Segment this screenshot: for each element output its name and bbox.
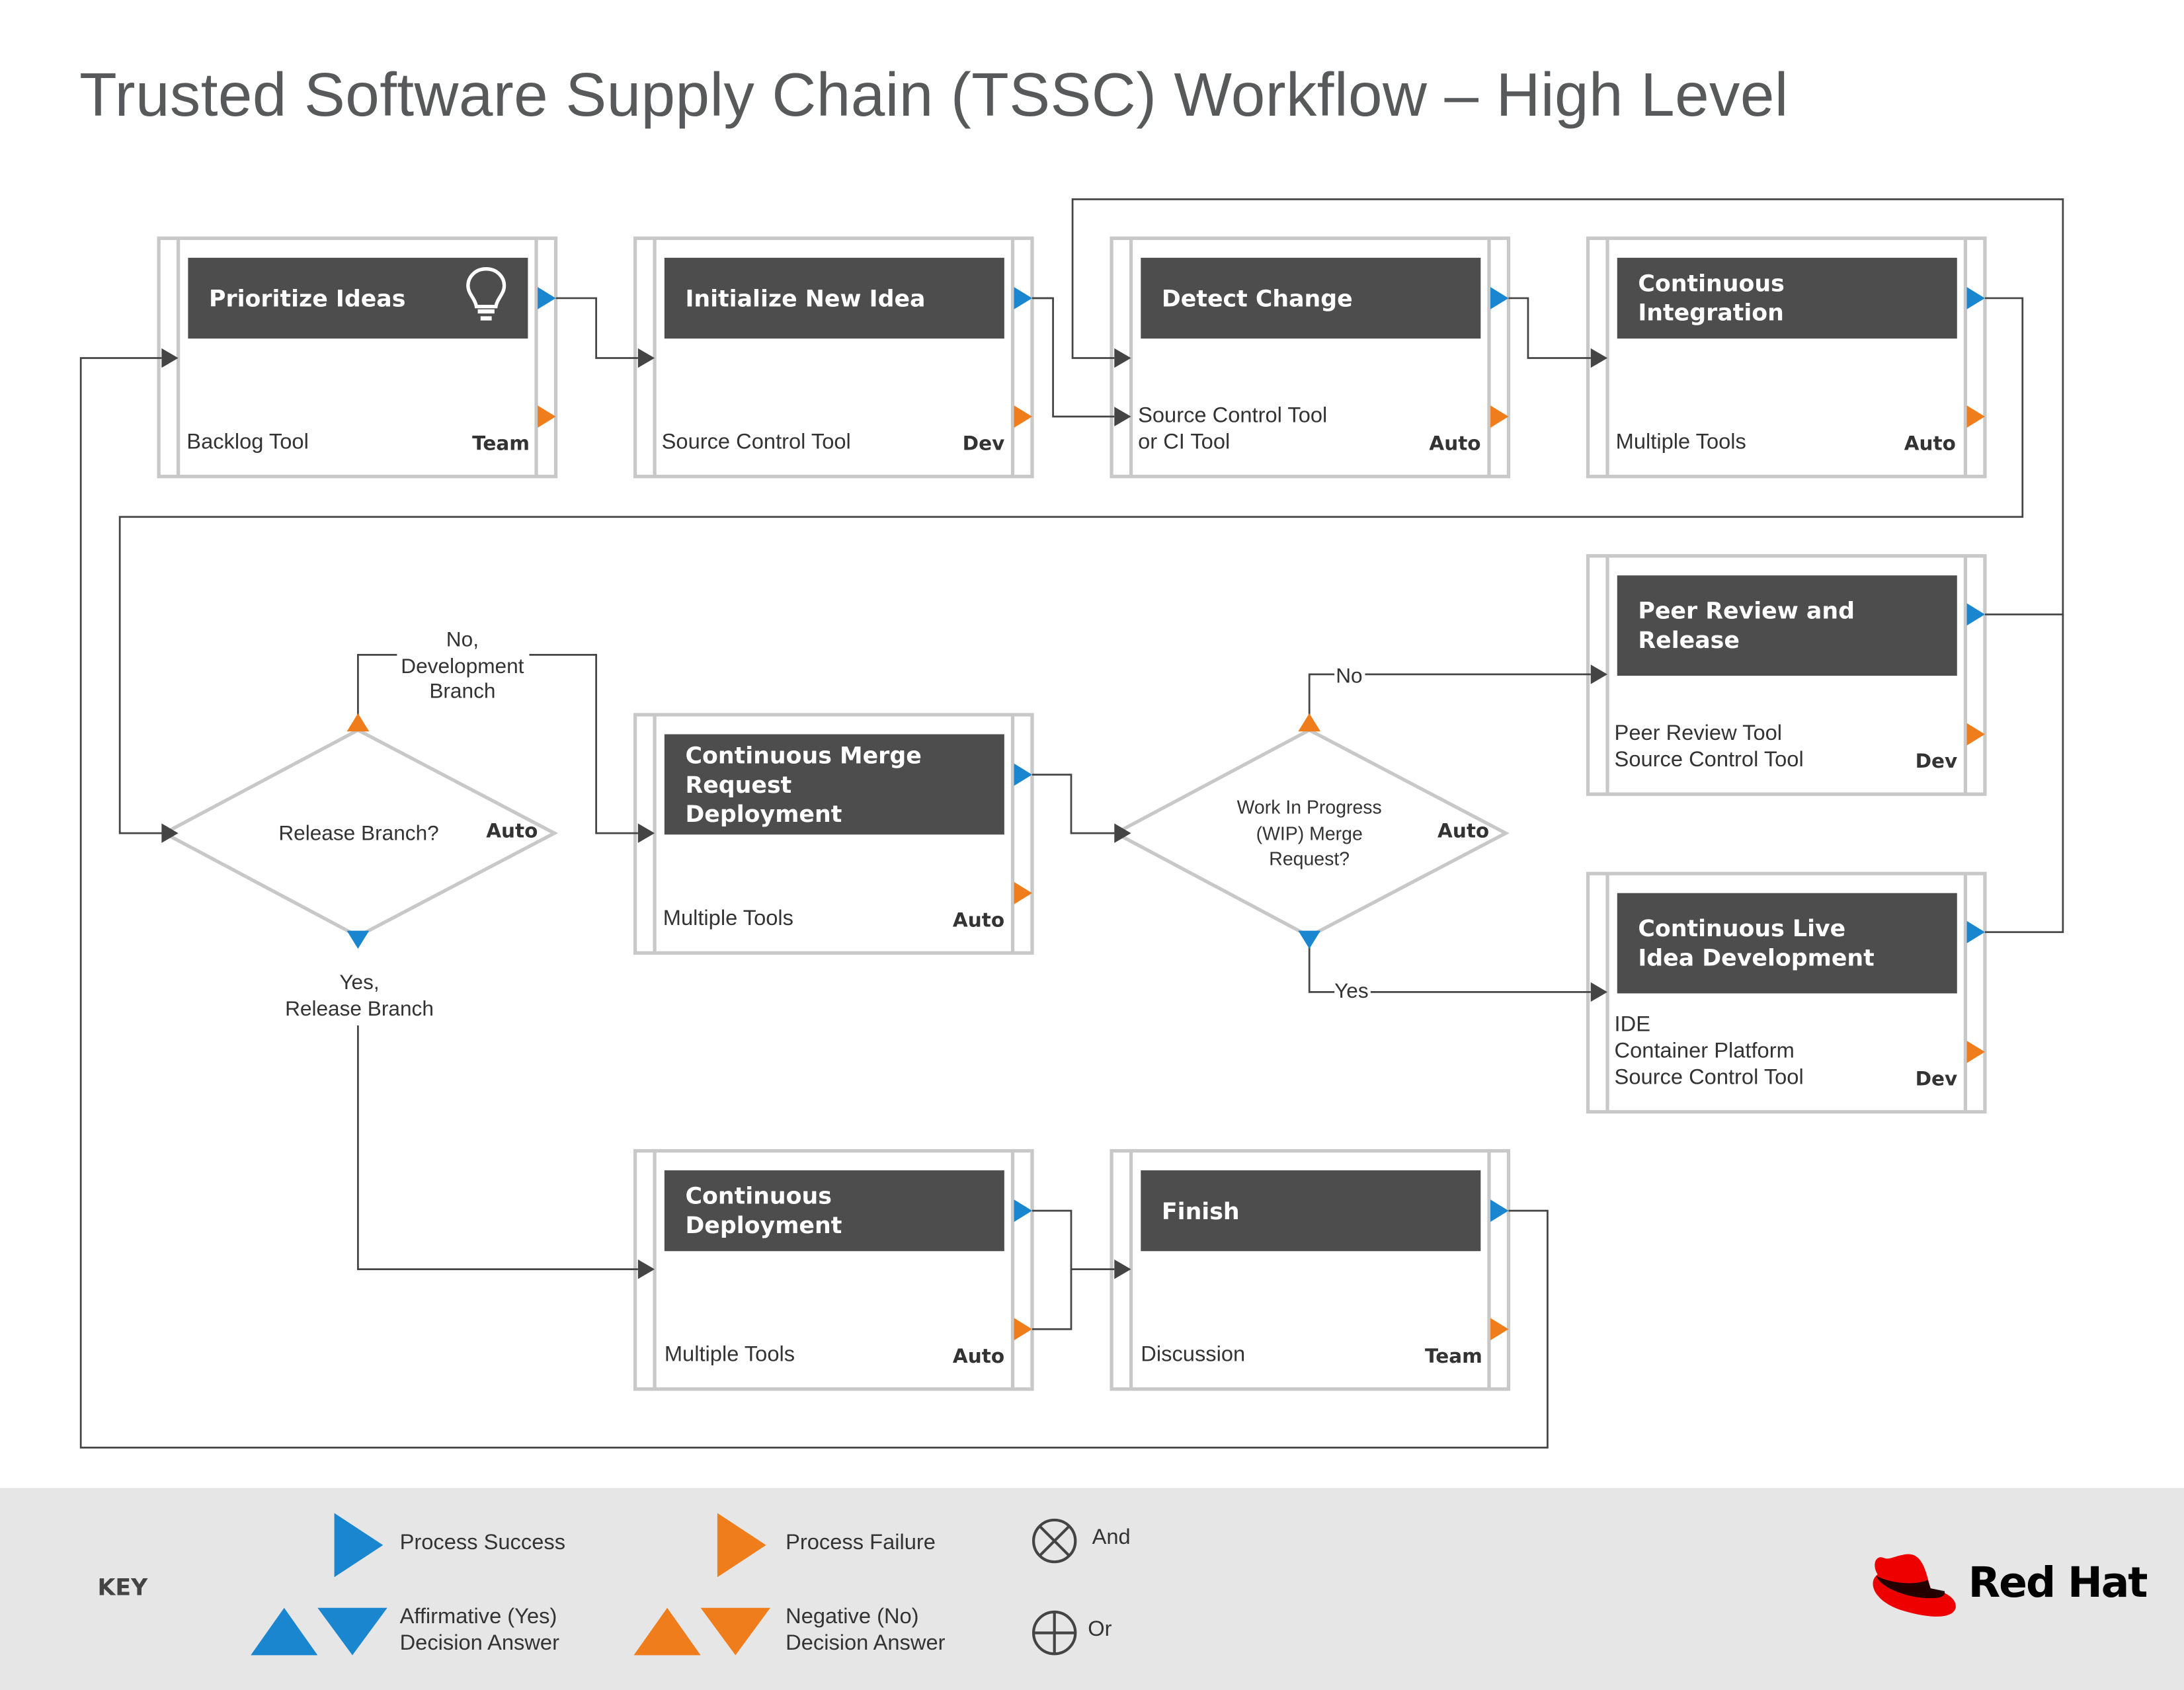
card-detect-tool-line2: or CI Tool: [1138, 430, 1231, 454]
wip-question-line1: Work In Progress: [1236, 797, 1382, 818]
card-peer-tool-line2: Source Control Tool: [1614, 748, 1804, 772]
release-no-line1: No,: [446, 628, 479, 653]
card-ci-tool: Multiple Tools: [1615, 430, 1746, 454]
key-success-icon: [334, 1513, 384, 1578]
key-affirmative-line1: Affirmative (Yes): [399, 1605, 557, 1629]
card-detect-header: Detect Change: [1141, 257, 1481, 339]
wip-question: Work In Progress (WIP) Merge Request?: [1226, 795, 1393, 873]
card-finish-title: Finish: [1161, 1197, 1240, 1225]
card-peer-role: Dev: [1915, 750, 1958, 774]
card-finish-role: Team: [1425, 1346, 1482, 1369]
lightbulb-icon: [466, 267, 506, 321]
card-ci-title-line2: Integration: [1638, 300, 1784, 327]
card-ci-title-line1: Continuous: [1638, 270, 1785, 297]
card-deploy-title-line1: Continuous: [685, 1183, 832, 1210]
key-failure-label: Process Failure: [786, 1531, 936, 1555]
card-merge-title-line1: Continuous Merge: [685, 742, 922, 769]
card-detect-tool-line1: Source Control Tool: [1138, 404, 1328, 428]
card-initialize-tool: Source Control Tool: [661, 430, 851, 454]
key-no-down-icon: [700, 1607, 770, 1656]
connectors: [79, 198, 2064, 1449]
card-live-role: Dev: [1915, 1068, 1958, 1091]
card-peer-title-line1: Peer Review and: [1638, 597, 1855, 625]
release-question: Release Branch?: [278, 822, 439, 846]
wip-question-line3: Request?: [1269, 848, 1350, 869]
key-no-up-icon: [633, 1607, 701, 1656]
card-ci-role: Auto: [1904, 433, 1956, 456]
card-prioritize-title: Prioritize Ideas: [208, 284, 406, 311]
card-deploy-header: Continuous Deployment: [664, 1170, 1004, 1252]
release-no-line3: Branch: [429, 680, 496, 704]
success-arrows: [346, 287, 1985, 1223]
wip-role: Auto: [1437, 821, 1490, 843]
key-and-label: And: [1092, 1525, 1131, 1550]
key-negative-line2: Decision Answer: [786, 1630, 946, 1655]
card-merge-title-line2: Request: [685, 771, 792, 798]
key-negative-line1: Negative (No): [786, 1605, 919, 1629]
brand-name: Red Hat: [1968, 1558, 2148, 1608]
key-or-label: Or: [1088, 1617, 1112, 1642]
key-heading: KEY: [97, 1574, 148, 1601]
card-merge-title-line3: Deployment: [685, 800, 842, 827]
card-peer-header: Peer Review and Release: [1617, 575, 1957, 676]
key-affirmative-label: Affirmative (Yes) Decision Answer: [400, 1605, 559, 1656]
red-hat-logo-icon: [1873, 1554, 1956, 1617]
release-yes-line2: Release Branch: [285, 996, 434, 1021]
release-no-line2: Development: [401, 654, 524, 678]
wip-yes-label: Yes: [1334, 979, 1369, 1004]
card-live-title-line2: Idea Development: [1638, 944, 1875, 971]
key-panel: [0, 1488, 2184, 1690]
card-initialize-title: Initialize New Idea: [685, 284, 926, 311]
key-yes-down-icon: [317, 1607, 387, 1656]
release-yes-line1: Yes,: [339, 971, 380, 995]
card-detect-title: Detect Change: [1161, 284, 1353, 311]
release-yes-label: Yes, Release Branch: [276, 971, 443, 1023]
card-deploy-tool: Multiple Tools: [664, 1343, 795, 1367]
card-initialize-header: Initialize New Idea: [664, 257, 1004, 339]
wip-question-line2: (WIP) Merge: [1256, 823, 1363, 844]
release-no-label: No, Development Branch: [393, 628, 532, 705]
failure-arrows: [346, 405, 1985, 1341]
card-live-tool-line2: Container Platform: [1614, 1039, 1795, 1063]
wip-no-label: No: [1336, 664, 1363, 688]
page-title: Trusted Software Supply Chain (TSSC) Wor…: [79, 61, 1789, 130]
card-deploy-title-line2: Deployment: [685, 1212, 842, 1239]
card-live-title-line1: Continuous Live: [1638, 915, 1846, 942]
key-yes-up-icon: [251, 1607, 318, 1656]
release-role: Auto: [486, 821, 538, 843]
card-peer-tool-line1: Peer Review Tool: [1614, 721, 1783, 746]
card-live-tool-line1: IDE: [1614, 1012, 1650, 1037]
key-and-icon: [1031, 1518, 1077, 1564]
key-or-icon: [1031, 1610, 1077, 1656]
card-prioritize-tool: Backlog Tool: [186, 430, 309, 454]
key-affirmative-line2: Decision Answer: [399, 1630, 559, 1655]
card-deploy-role: Auto: [952, 1346, 1005, 1369]
card-detect-role: Auto: [1429, 433, 1481, 456]
card-merge-header: Continuous Merge Request Deployment: [664, 734, 1004, 835]
card-finish-header: Finish: [1141, 1170, 1481, 1252]
card-peer-title-line2: Release: [1638, 627, 1740, 654]
card-ci-header: Continuous Integration: [1617, 257, 1957, 339]
entry-arrows: [161, 348, 1608, 1279]
card-initialize-role: Dev: [962, 433, 1005, 456]
card-live-header: Continuous Live Idea Development: [1617, 893, 1957, 994]
card-merge-tool: Multiple Tools: [663, 906, 793, 931]
key-success-label: Process Success: [399, 1531, 566, 1555]
card-prioritize-role: Team: [472, 433, 530, 456]
key-failure-icon: [717, 1513, 766, 1578]
card-merge-role: Auto: [952, 910, 1005, 932]
card-finish-tool: Discussion: [1141, 1343, 1246, 1367]
key-negative-label: Negative (No) Decision Answer: [786, 1605, 945, 1656]
card-live-tool-line3: Source Control Tool: [1614, 1066, 1804, 1090]
